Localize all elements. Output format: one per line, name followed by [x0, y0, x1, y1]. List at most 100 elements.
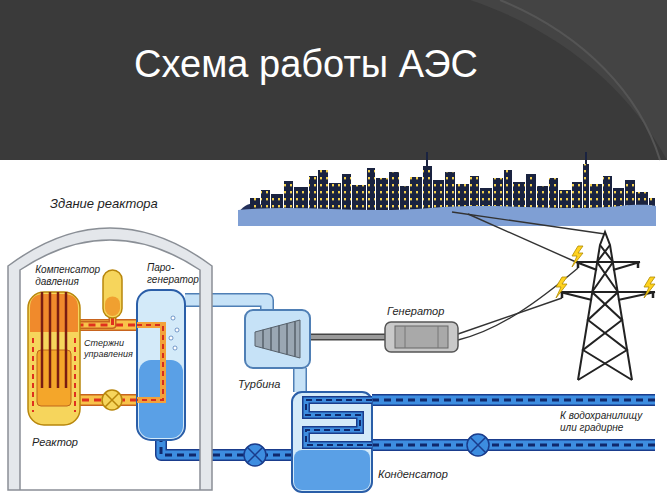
- transmission-tower: [578, 232, 632, 380]
- node-label: Реактор: [32, 436, 78, 449]
- city-skyline: [583, 164, 589, 214]
- reactor-vessel-outline: [49, 292, 52, 388]
- electric-generator: Генератор: [385, 322, 458, 352]
- primary-pump: [105, 393, 119, 407]
- steam-generator-outline: [173, 346, 177, 350]
- node-label: Компенсатор давления: [35, 264, 100, 288]
- primary-pump: [102, 390, 122, 410]
- node-label: Паро- генератор: [147, 262, 199, 286]
- cooling-water-label: К водохранилищу или градирне: [560, 410, 655, 434]
- pressure-compensator: Компенсатор давления: [103, 270, 122, 318]
- feedwater-pump: [247, 447, 263, 463]
- city-skyline: [376, 178, 388, 214]
- reactor-vessel: Реактор: [28, 292, 80, 425]
- cooling-pump: [470, 437, 486, 453]
- pipe-connector: [300, 368, 301, 392]
- cooling-water-pipe: [372, 400, 655, 445]
- transmission-tower: [583, 245, 632, 380]
- condenser-outline: [306, 400, 372, 445]
- city-skyline: [309, 176, 317, 214]
- condenser-outline: [306, 400, 372, 445]
- condenser-outline: [292, 392, 372, 492]
- reactor-vessel-outline: [28, 292, 80, 425]
- pipe-connector: [185, 300, 267, 310]
- header-band: [500, 0, 660, 160]
- pipe-connector: [80, 318, 113, 325]
- reactor-building-outline: [8, 228, 212, 490]
- steam-turbine-outline: [245, 310, 310, 368]
- city-skyline: [367, 168, 375, 214]
- pipe-connector: [161, 440, 292, 455]
- reactor-vessel-outline: [57, 292, 60, 388]
- page: Стержни управления: [84, 338, 133, 360]
- condenser-outline: [294, 450, 370, 490]
- cooling-water-pipe: [372, 400, 655, 445]
- steam-generator-outline: [171, 316, 175, 320]
- power-line: [468, 214, 576, 262]
- steam-generator-outline: [137, 325, 163, 400]
- pipe-connector: [80, 318, 113, 325]
- diagram-title: Схема работы АЭС: [0, 42, 612, 88]
- steam-turbine-outline: [270, 328, 272, 351]
- cooling-water-pipe: [372, 400, 655, 445]
- cooling-water-pipe: [372, 400, 655, 445]
- reactor-vessel-outline: [33, 338, 75, 412]
- pipe-connector: [293, 368, 307, 392]
- city-skyline: [410, 177, 422, 214]
- city-skyline: [238, 205, 656, 226]
- steam-generator-outline: [137, 290, 185, 440]
- reactor-vessel-outline: [30, 294, 78, 332]
- steam-turbine-outline: [286, 323, 288, 354]
- pipe-connector: [80, 318, 113, 325]
- steam-generator-outline: [169, 336, 173, 340]
- city-skyline: [342, 174, 351, 214]
- steam-turbine-outline: [245, 310, 310, 368]
- pipe-connector: [161, 440, 292, 455]
- pipe-connector: [310, 337, 385, 338]
- power-line: [458, 268, 578, 340]
- electric-generator-outline: [385, 322, 458, 352]
- city-skyline: [318, 170, 328, 214]
- transmission-tower: [562, 262, 653, 298]
- steam-generator-outline: [137, 325, 163, 400]
- steam-turbine-outline: [294, 321, 296, 356]
- pipe-connector: [80, 318, 113, 325]
- control-rods-label: Стержни управления: [84, 338, 133, 360]
- node-label: Турбина: [238, 378, 280, 391]
- city-skyline: [238, 152, 656, 226]
- electric-generator-outline: [385, 322, 458, 352]
- steam-turbine-outline: [278, 326, 280, 353]
- steam-generator: Паро- генератор: [137, 290, 185, 440]
- header-band: [0, 0, 667, 160]
- steam-generator-outline: [137, 290, 185, 440]
- feedwater-pump: [244, 444, 266, 466]
- page: К водохранилищу или градирне: [560, 410, 655, 434]
- power-line: [452, 212, 605, 340]
- lightning-spark: [556, 277, 567, 298]
- condenser: Конденсатор: [292, 392, 372, 492]
- pressure-compensator-outline: [105, 296, 120, 316]
- cooling-pump: [467, 434, 489, 456]
- city-skyline: [352, 185, 366, 214]
- condenser-outline: [292, 392, 372, 492]
- pipe-connector: [161, 440, 292, 455]
- lightning-spark: [572, 246, 583, 267]
- steam-generator-outline: [175, 328, 179, 332]
- city-skyline: [423, 166, 432, 214]
- power-line: [458, 298, 562, 334]
- pressure-compensator-outline: [103, 270, 122, 318]
- pipe-connector: [80, 319, 137, 331]
- steam-turbine: Турбина: [245, 310, 310, 368]
- city-skyline: [389, 172, 399, 214]
- pipe-connector: [310, 334, 385, 341]
- lightning-spark: [644, 277, 655, 298]
- pipe-connector: [295, 368, 306, 392]
- reactor-vessel-outline: [28, 292, 80, 425]
- header-band: [470, 0, 667, 160]
- cooling-pump: [467, 434, 489, 456]
- transmission-tower: [560, 232, 655, 380]
- condenser-outline: [306, 400, 372, 445]
- node-label: Здание реактора: [50, 196, 158, 212]
- pipe-connector: [185, 300, 267, 310]
